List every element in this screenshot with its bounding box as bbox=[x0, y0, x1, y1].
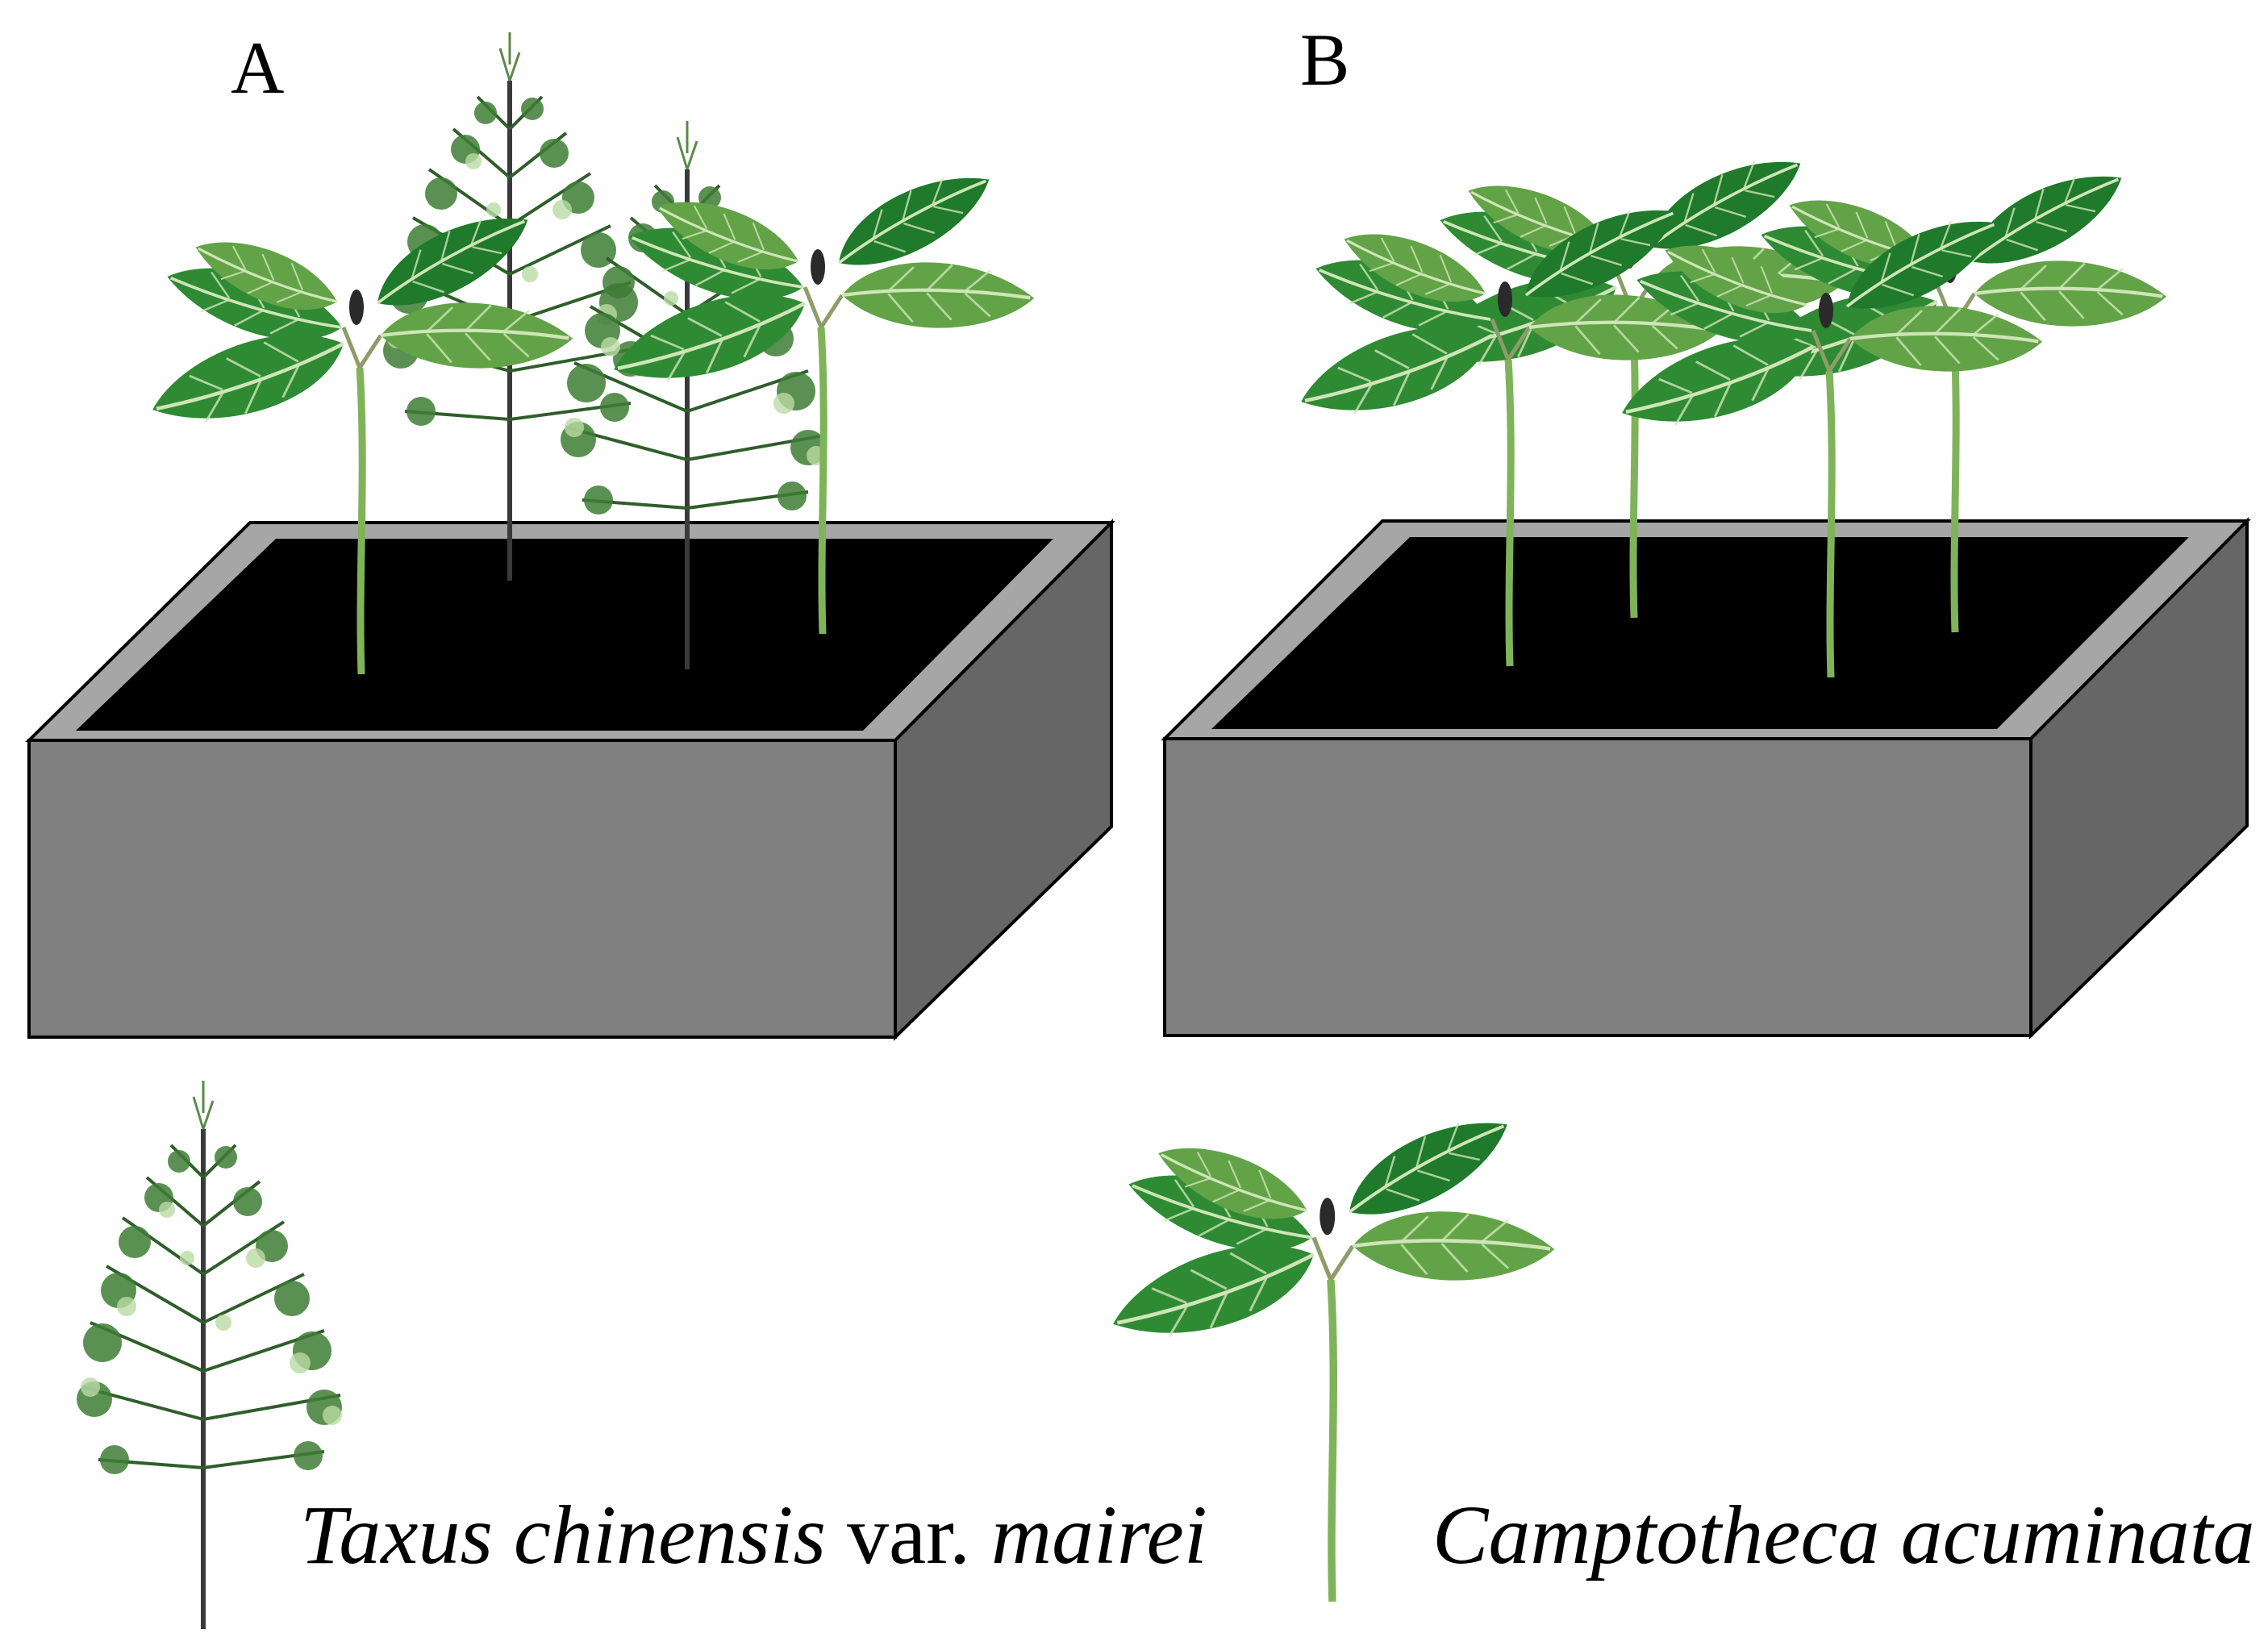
pot-b bbox=[1161, 517, 2251, 1040]
panel-a-label: A bbox=[231, 27, 285, 109]
legend-taxus-variety: mairei bbox=[991, 1489, 1207, 1581]
legend-camptotheca-label: Camptotheca acuminata bbox=[1432, 1489, 2255, 1581]
legend-taxus-rank: var. bbox=[825, 1489, 992, 1581]
pot-a-soil bbox=[76, 539, 1053, 731]
pot-b-soil bbox=[1211, 537, 2189, 729]
pot-b-front bbox=[1163, 737, 2032, 1037]
pot-a-front bbox=[27, 739, 897, 1039]
pot-a bbox=[25, 519, 1115, 1041]
panel-b-label: B bbox=[1300, 19, 1350, 101]
legend-taxus-species: Taxus chinensis bbox=[300, 1489, 826, 1581]
legend-taxus-label: Taxus chinensis var. mairei bbox=[300, 1494, 1207, 1577]
